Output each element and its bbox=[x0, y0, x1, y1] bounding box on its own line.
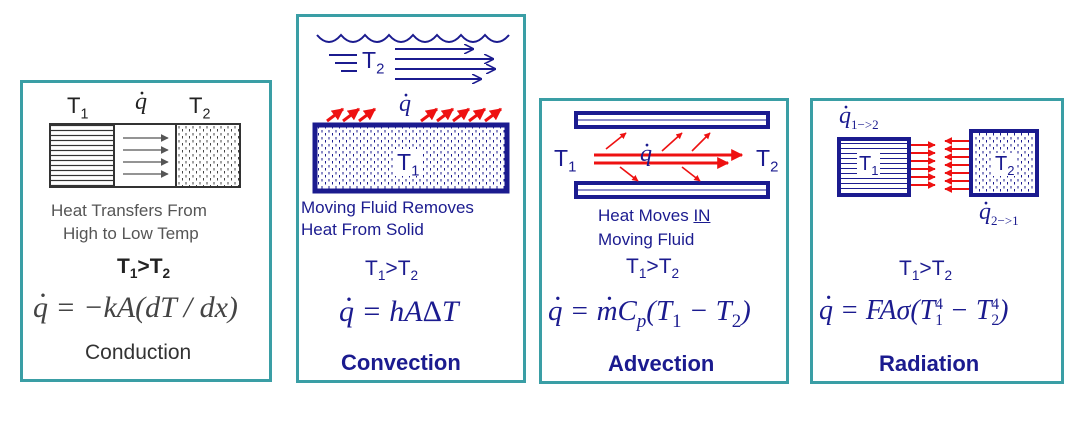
heat-arrows bbox=[326, 107, 502, 123]
radiation-diagram bbox=[837, 129, 1039, 197]
conduction-diagram bbox=[49, 123, 241, 188]
t1-label: T1 bbox=[395, 149, 422, 180]
advection-desc-2: Moving Fluid bbox=[598, 230, 695, 249]
convection-desc-1: Moving Fluid Removes bbox=[301, 198, 474, 217]
t1-label: T1 bbox=[67, 93, 89, 123]
convection-equation: ·q = hAΔT bbox=[339, 283, 459, 328]
q21-label: ·q2−>1 bbox=[979, 191, 1019, 228]
hot-block-right bbox=[175, 123, 241, 188]
advection-panel: T1 ·q T2 Heat Moves IN Moving Fluid T1>T… bbox=[539, 98, 789, 384]
qdot-label: ·q bbox=[399, 83, 411, 117]
conduction-desc-2: High to Low Temp bbox=[63, 224, 199, 243]
t1-label: T1 bbox=[857, 153, 881, 178]
conduction-panel: T1 ·q T2 Heat Transfers From High to Low… bbox=[20, 80, 272, 382]
radiation-condition: T1>T2 bbox=[899, 257, 953, 284]
q12-label: ·q1−>2 bbox=[839, 98, 879, 132]
radiation-arrows-right bbox=[911, 141, 936, 189]
conduction-condition: T1>T2 bbox=[117, 255, 171, 282]
t1-label: T1 bbox=[554, 145, 577, 176]
conduction-equation: ·q = −kA(dT / dx) bbox=[33, 279, 238, 324]
qdot-label: ·q bbox=[640, 133, 652, 167]
cold-block-left bbox=[49, 123, 115, 188]
convection-title: Convection bbox=[341, 350, 461, 375]
transfer-block bbox=[113, 123, 177, 188]
conduction-desc-1: Heat Transfers From bbox=[51, 201, 207, 220]
convection-panel: T2 ·q T1 Moving Fluid Removes Heat From … bbox=[296, 14, 526, 383]
advection-desc-1: Heat Moves IN bbox=[598, 206, 711, 225]
radiation-title: Radiation bbox=[879, 351, 980, 376]
t2-label: T2 bbox=[993, 153, 1017, 178]
wave-surface bbox=[316, 33, 510, 43]
qdot-label: ·q bbox=[135, 81, 147, 115]
advection-condition: T1>T2 bbox=[626, 255, 680, 282]
convection-desc-2: Heat From Solid bbox=[301, 220, 424, 239]
t2-label: T2 bbox=[362, 47, 385, 78]
advection-diagram bbox=[574, 111, 770, 199]
advection-equation: ·q = ·mCp(T1 − T2) bbox=[548, 283, 751, 332]
advection-title: Advection bbox=[608, 351, 715, 376]
fluid-flow-arrows bbox=[594, 132, 744, 182]
t2-label: T2 bbox=[756, 145, 779, 176]
radiation-arrows-left bbox=[944, 137, 969, 193]
convection-condition: T1>T2 bbox=[365, 257, 419, 284]
conduction-title: Conduction bbox=[85, 341, 192, 364]
t2-label: T2 bbox=[189, 93, 211, 123]
